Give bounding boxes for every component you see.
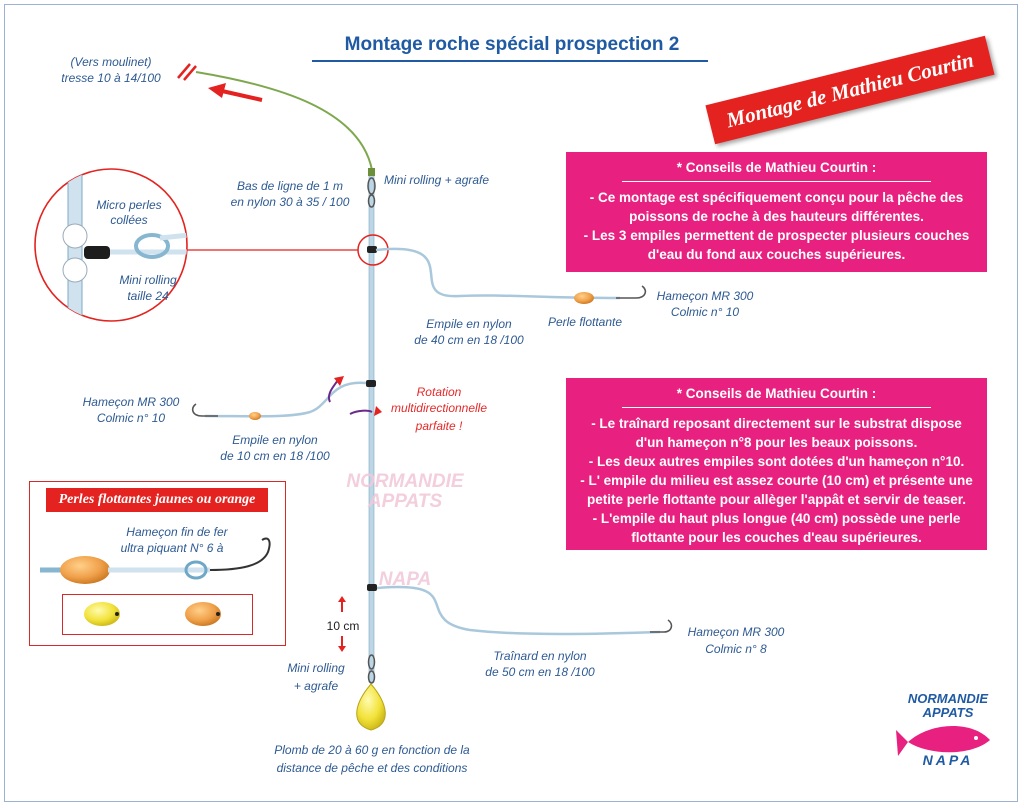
hook-top-icon [616,285,647,299]
label-rotation-1: Rotation [416,385,462,399]
tip-box-1-line: - Ce montage est spécifiquement conçu po… [589,190,964,205]
label-empile-top-1: Empile en nylon [426,317,512,331]
tip-box-1-heading: * Conseils de Mathieu Courtin : [622,158,931,182]
napa-logo-icon [896,725,990,756]
tip-box-1: * Conseils de Mathieu Courtin : - Ce mon… [566,152,987,272]
cut-mark-icon [177,63,197,81]
hook-bottom-icon [650,619,673,633]
perles-box-title: Perles flottantes jaunes ou orange [46,488,268,512]
label-mini-rolling-bottom-1: Mini rolling [287,661,345,675]
label-trainard-2: de 50 cm en 18 /100 [485,665,595,679]
label-bas-de-ligne-2: en nylon 30 à 35 / 100 [230,195,350,209]
yellow-bead-icon [84,602,120,626]
label-hamecon-top-2: Colmic n° 10 [670,305,740,319]
sinker-icon [356,683,386,731]
perles-sample-box [62,594,253,635]
label-trainard-1: Traînard en nylon [493,649,587,663]
label-mini-rolling-agrafe-top: Mini rolling + agrafe [384,173,490,187]
trainard-line [376,585,661,636]
label-hamecon-bottom-1: Hameçon MR 300 [687,625,785,639]
tip-box-2-line: d'un hameçon n°8 pour les beaux poissons… [635,435,918,450]
label-empile-mid-2: de 10 cm en 18 /100 [220,449,330,463]
label-bas-de-ligne-1: Bas de ligne de 1 m [236,179,344,193]
label-hamecon-bottom-2: Colmic n° 8 [705,642,767,656]
tip-box-2-line: flottante pour les couches d'eau supérie… [631,530,922,545]
label-hamecon-mid-2: Colmic n° 10 [96,411,166,425]
tip-box-2-line: - Les deux autres empiles sont dotées d'… [588,454,965,469]
page-frame [4,4,1018,802]
label-hamecon-top-1: Hameçon MR 300 [656,289,754,303]
hook-mid-icon [191,403,218,417]
label-mini-rolling-bottom-2: + agrafe [293,679,339,693]
tip-box-2-line: petite perle flottante pour allèger l'ap… [586,492,967,507]
perles-rig-drawing [40,537,271,626]
direction-arrow-icon [208,83,263,102]
label-rotation-2: multidirectionnelle [390,401,488,415]
ten-cm-arrows-icon [338,596,346,652]
orange-bead-icon [185,602,221,626]
label-rotation-3: parfaite ! [415,419,463,433]
zoom-detail [34,168,188,322]
tip-box-1-line: d'eau du fond aux couches supérieures. [647,247,906,262]
dropper-top-line [375,247,621,300]
label-hamecon-mid-1: Hameçon MR 300 [82,395,180,409]
label-vers-moulinet: (Vers moulinet) [70,55,152,69]
tip-box-2: * Conseils de Mathieu Courtin : - Le tra… [566,378,987,550]
tip-box-2-heading: * Conseils de Mathieu Courtin : [622,384,931,408]
watermark: NORMANDIE APPATS NAPA [346,471,464,590]
label-hook-1: Hameçon fin de fer [126,525,228,539]
floating-bead-mid [249,412,261,420]
swivel-bottom-icon [367,584,377,591]
tip-box-1-line: poissons de roche à des hauteurs différe… [629,209,924,224]
tip-box-1-line: - Les 3 empiles permettent de prospecter… [583,228,970,243]
tip-box-2-line: - Le traînard reposant directement sur l… [591,416,962,431]
bottom-swivel-icon [367,654,376,684]
label-plomb-1: Plomb de 20 à 60 g en fonction de la [274,743,470,757]
label-perle-flottante: Perle flottante [547,315,623,329]
dropper-mid-line [204,381,367,418]
braid-line [195,71,373,171]
label-micro-perles-2: collées [110,213,148,227]
label-mini-rolling-1: Mini rolling [119,273,177,287]
logo-text-2: APPATS [922,705,974,720]
label-empile-mid-1: Empile en nylon [232,433,318,447]
label-plomb-2: distance de pêche et des conditions [276,761,468,775]
label-tresse: tresse 10 à 14/100 [61,71,161,85]
tip-box-2-line: - L' empile du milieu est assez courte (… [580,473,973,488]
swivel-top-icon [367,246,377,253]
top-swivel-icon [367,168,376,208]
label-mini-rolling-2: taille 24 [127,289,169,303]
perles-box [29,481,286,646]
floating-bead-top [574,292,594,304]
label-ten-cm: 10 cm [326,619,360,633]
label-empile-top-2: de 40 cm en 18 /100 [414,333,524,347]
title-underline [312,60,708,62]
label-micro-perles-1: Micro perles [96,198,162,212]
tip-box-2-line: - L'empile du haut plus longue (40 cm) p… [592,511,961,526]
logo-text-3: NAPA [922,752,974,768]
logo-text-1: NORMANDIE [907,691,989,706]
rotation-arrows-icon [328,376,382,416]
swivel-mid-icon [366,380,376,387]
label-hook-2: ultra piquant N° 6 à [120,541,224,555]
page-title: Montage roche spécial prospection 2 [344,34,680,55]
